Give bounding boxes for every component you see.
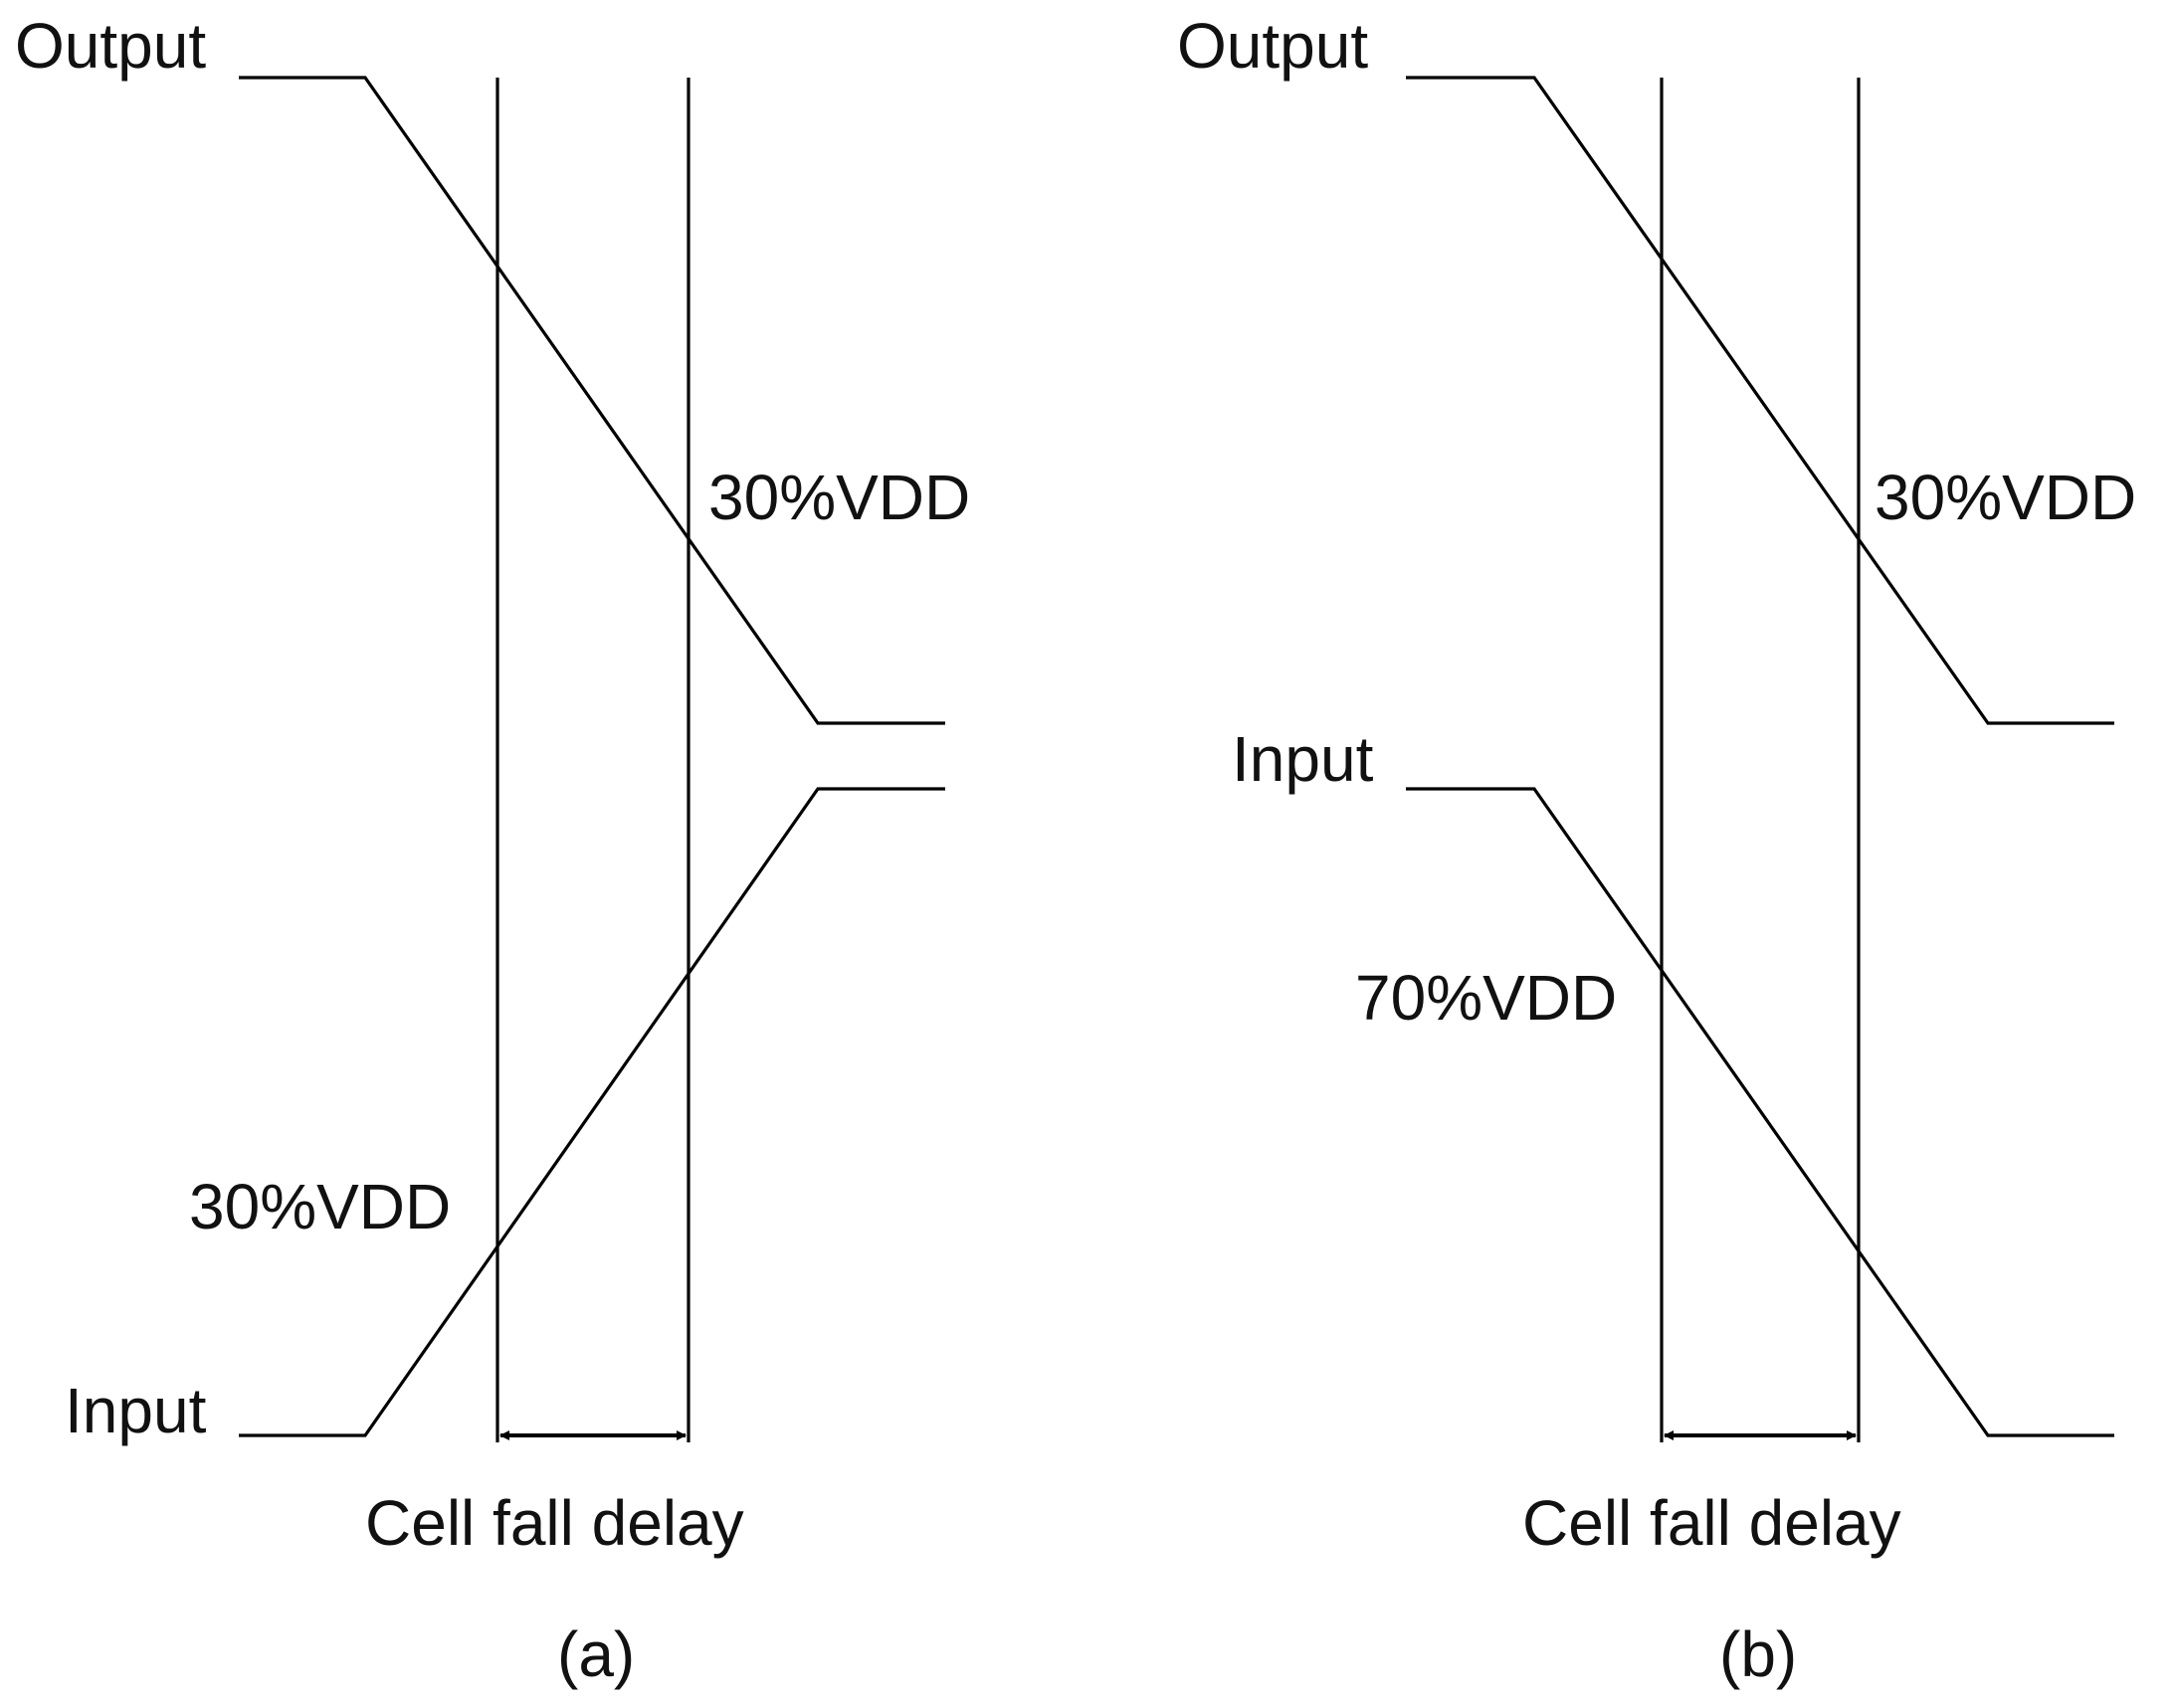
panel-b: Output Input 30%VDD 70%VDD Cell fall del… — [1177, 10, 2136, 1690]
panel-b-output-waveform — [1406, 76, 2114, 725]
panel-b-input-label: Input — [1232, 723, 1374, 795]
panel-a-output-threshold-label: 30%VDD — [708, 462, 970, 533]
panel-a-delay-label: Cell fall delay — [365, 1487, 744, 1559]
panel-b-input-threshold-label: 70%VDD — [1355, 962, 1617, 1034]
panel-b-output-threshold-label: 30%VDD — [1875, 462, 2136, 533]
panel-b-caption: (b) — [1719, 1618, 1797, 1690]
panel-b-output-label: Output — [1177, 10, 1368, 82]
panel-b-delay-label: Cell fall delay — [1522, 1487, 1901, 1559]
panel-a: Output Input 30%VDD 30%VDD Cell fall del… — [15, 10, 970, 1690]
panel-a-output-waveform — [239, 76, 945, 725]
panel-b-input-waveform — [1406, 787, 2114, 1437]
panel-a-caption: (a) — [557, 1618, 635, 1690]
panel-a-output-label: Output — [15, 10, 206, 82]
panel-a-input-waveform — [239, 787, 945, 1437]
panel-a-input-threshold-label: 30%VDD — [189, 1171, 451, 1242]
panel-a-input-label: Input — [65, 1375, 207, 1446]
